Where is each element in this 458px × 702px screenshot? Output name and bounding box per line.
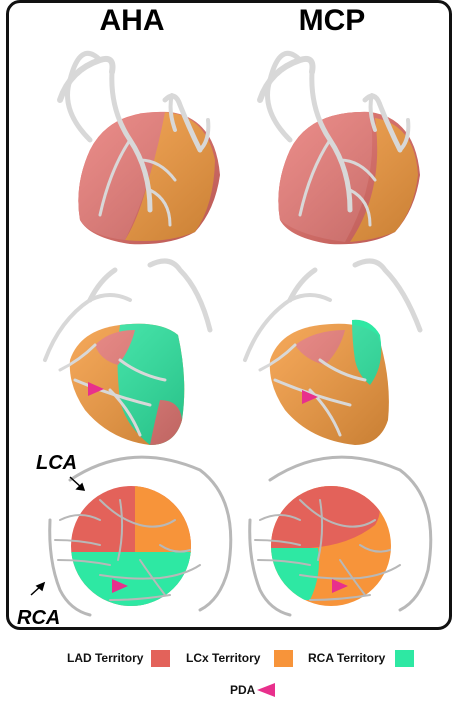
heart-mcp-anterior [260,53,420,244]
legend-rca-label: RCA Territory [308,651,385,665]
bullseye-aha [50,457,231,622]
lca-label: LCA [36,452,77,475]
legend-pda-label: PDA [230,683,255,697]
legend-rca-swatch [395,650,414,667]
heart-aha-anterior [60,53,220,244]
legend-pda-icon [257,683,275,697]
bullseye-mcp [250,457,431,620]
legend-lad-swatch [151,650,170,667]
rca-label: RCA [17,607,60,630]
legend-lcx-swatch [274,650,293,667]
heart-mcp-inferior [245,261,420,445]
heart-aha-inferior [45,261,210,445]
legend-lad-label: LAD Territory [67,651,143,665]
legend-lcx-label: LCx Territory [186,651,260,665]
